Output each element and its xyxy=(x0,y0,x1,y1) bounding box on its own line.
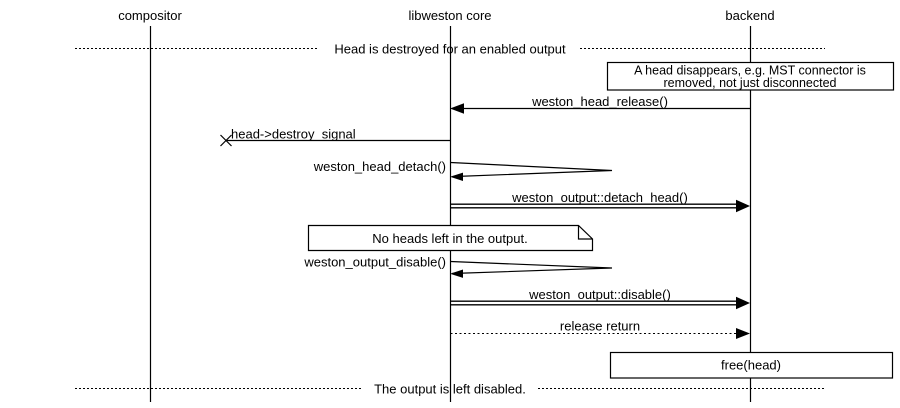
arrowhead-right-icon xyxy=(736,296,750,310)
note-no-heads-label: No heads left in the output. xyxy=(372,231,527,246)
note-head-disappears-line2: removed, not just disconnected xyxy=(663,76,836,90)
arrowhead-right-icon xyxy=(736,199,750,213)
participant-label-libweston-core: libweston core xyxy=(408,8,491,23)
message-head-detach-label: weston_head_detach() xyxy=(313,159,446,174)
message-disable-label: weston_output::disable() xyxy=(528,287,671,302)
arrowhead-right-icon xyxy=(736,328,750,339)
note-head-disappears-box xyxy=(606,61,895,91)
note-head-disappears-line1: A head disappears, e.g. MST connector is xyxy=(634,64,866,78)
message-head-release-label: weston_head_release() xyxy=(531,94,668,109)
lost-message-x-icon xyxy=(220,134,232,147)
message-head-release: weston_head_release() xyxy=(450,94,751,114)
action-box-free-head-rect xyxy=(609,351,894,379)
action-box-free-head-label: free(head) xyxy=(721,358,781,373)
divider-bottom: The output is left disabled. xyxy=(75,382,825,397)
arrowhead-left-icon xyxy=(450,103,464,114)
message-detach-head-label: weston_output::detach_head() xyxy=(511,190,688,205)
note-no-heads: No heads left in the output. xyxy=(307,224,594,252)
message-destroy-signal: head->destroy_signal xyxy=(220,127,451,147)
message-output-disable: weston_output_disable() xyxy=(303,255,613,278)
message-disable: weston_output::disable() xyxy=(450,287,750,310)
divider-top-label: Head is destroyed for an enabled output xyxy=(334,42,566,57)
arrowhead-left-icon xyxy=(450,269,463,278)
self-call-loop xyxy=(450,260,613,275)
message-destroy-signal-label: head->destroy_signal xyxy=(231,127,356,142)
action-box-free-head: free(head) xyxy=(609,351,894,379)
divider-bottom-label: The output is left disabled. xyxy=(374,382,526,397)
note-head-disappears: A head disappears, e.g. MST connector is… xyxy=(606,61,895,91)
note-no-heads-box xyxy=(307,224,594,252)
message-head-detach: weston_head_detach() xyxy=(313,159,613,181)
message-release-return-label: release return xyxy=(560,319,640,334)
message-detach-head: weston_output::detach_head() xyxy=(450,190,750,213)
participant-label-compositor: compositor xyxy=(118,8,182,23)
participant-labels: compositor libweston core backend xyxy=(118,8,774,23)
divider-top: Head is destroyed for an enabled output xyxy=(75,42,825,57)
message-output-disable-label: weston_output_disable() xyxy=(303,255,446,270)
arrowhead-left-icon xyxy=(450,172,463,181)
message-release-return: release return xyxy=(450,319,750,339)
participant-label-backend: backend xyxy=(725,8,774,23)
self-call-loop xyxy=(450,161,613,178)
note-fold-icon xyxy=(577,225,593,240)
